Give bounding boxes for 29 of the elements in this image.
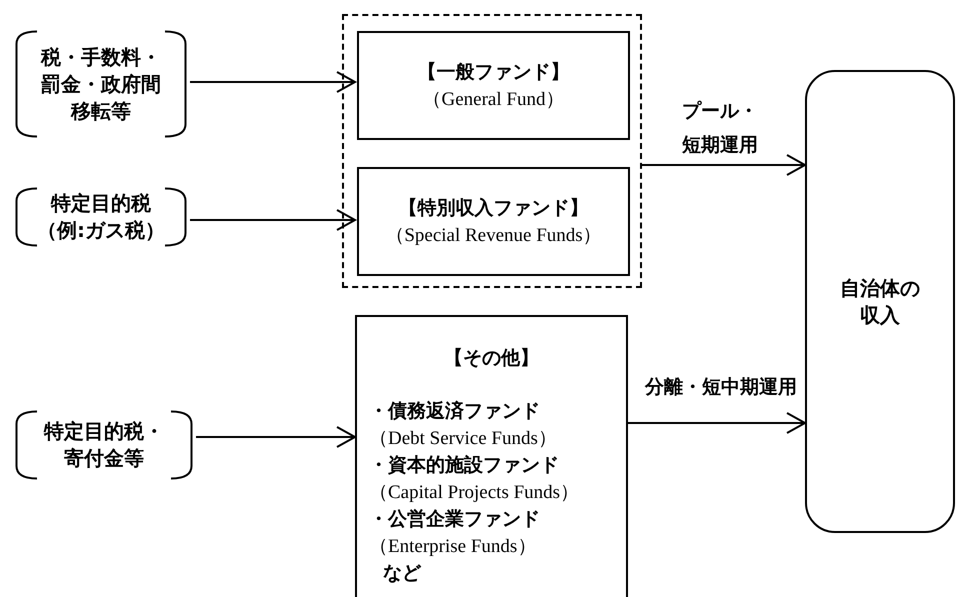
arrow xyxy=(642,154,806,176)
arrow xyxy=(196,426,356,448)
fund-title: 【一般ファンド】 xyxy=(418,60,570,84)
arrow xyxy=(628,412,806,434)
fund-box xyxy=(355,315,628,597)
fund-title: 【その他】 xyxy=(444,346,539,371)
fund-box xyxy=(357,167,630,276)
fund-english-name: （Debt Service Funds） xyxy=(369,427,557,451)
source-label: 特定目的税（例:ガス税） xyxy=(36,190,166,244)
group-frame xyxy=(342,14,642,288)
fund-english-name: （Special Revenue Funds） xyxy=(385,224,602,248)
source-label: 税・手数料・罰金・政府間移転等 xyxy=(40,44,162,124)
fund-name: ・資本的施設ファンド xyxy=(369,453,559,478)
arrow xyxy=(190,71,356,93)
fund-title: 【特別収入ファンド】 xyxy=(398,196,588,220)
revenue-label: 自治体の収入 xyxy=(840,274,920,328)
fund-english-name: （Capital Projects Funds） xyxy=(369,481,580,505)
source-bracket xyxy=(15,410,193,480)
source-bracket xyxy=(15,30,187,138)
source-label: 特定目的税・寄付金等 xyxy=(42,418,165,472)
fund-english-name: （General Fund） xyxy=(422,88,564,112)
fund-name: ・公営企業ファンド xyxy=(369,507,540,532)
fund-box xyxy=(357,31,630,140)
fund-name: など xyxy=(383,561,421,586)
fund-name: ・債務返済ファンド xyxy=(369,399,540,424)
revenue-box xyxy=(805,70,955,533)
arrow xyxy=(190,209,356,231)
source-bracket xyxy=(15,187,187,247)
fund-english-name: （Enterprise Funds） xyxy=(369,535,536,559)
